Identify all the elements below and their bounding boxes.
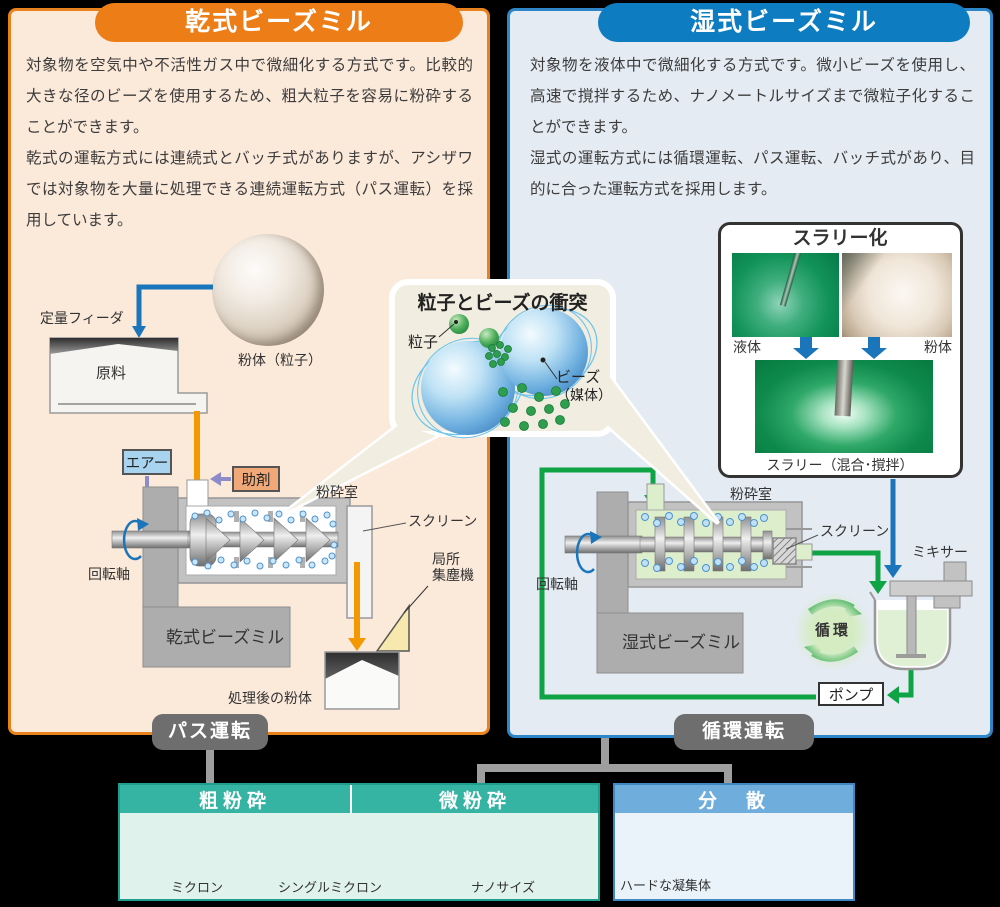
dry-description-1: 対象物を空気中や不活性ガス中で微細化する方式です。比較的大きな径のビーズを使用す… — [26, 57, 473, 136]
circ-op-connector-v — [601, 738, 609, 767]
pump-box: ポンプ — [818, 682, 884, 706]
circ-op-drop-left — [477, 764, 485, 783]
dry-mill-label: 乾式ビーズミル — [166, 628, 285, 647]
powder-particle-photo — [212, 234, 324, 346]
micron-label: ミクロン — [170, 880, 224, 895]
header-divider — [350, 785, 352, 813]
rotating-shaft-label-wet: 回転軸 — [536, 576, 578, 592]
pass-op-connector — [206, 750, 214, 783]
wet-mill-title-badge: 湿式ビーズミル — [598, 3, 970, 42]
stirrer-rod-icon — [779, 253, 802, 307]
pass-operation-badge: パス運転 — [152, 714, 268, 750]
screen-label-wet: スクリーン — [820, 523, 890, 539]
grinding-table-header: 粗粉砕 微粉砕 — [120, 785, 598, 813]
dry-mill-title-badge: 乾式ビーズミル — [95, 3, 463, 42]
circ-op-connector-h — [477, 764, 732, 772]
dispersion-table-header: 分 散 — [615, 785, 853, 813]
dust-collector-line2: 集塵機 — [432, 567, 474, 584]
slurry-caption: スラリー（混合･撹拌） — [766, 457, 914, 473]
slurry-mixing-photo — [755, 360, 933, 453]
wet-description-2: 湿式の運転方式には循環運転、パス運転、バッチ式があり、目的に合った運転方式を採用… — [530, 150, 975, 198]
powder-particle-label: 粉体（粒子） — [238, 352, 322, 368]
dry-description-2: 乾式の運転方式には連続式とバッチ式がありますが、アシザワでは対象物を大量に処理で… — [26, 150, 473, 229]
slurry-title: スラリー化 — [792, 228, 888, 249]
dust-collector-line1: 局所 — [432, 551, 460, 567]
wet-mill-label: 湿式ビーズミル — [622, 633, 741, 652]
coarse-grinding-header: 粗粉砕 — [198, 790, 271, 812]
bead-label-line2: （媒体） — [556, 387, 612, 403]
circulation-glow — [794, 592, 872, 670]
air-box: エアー — [122, 449, 172, 475]
circulation-label: 循環 — [814, 622, 852, 639]
liquid-photo — [732, 253, 839, 337]
aggregate-label: ハードな凝集体 — [620, 878, 712, 893]
wet-description-1: 対象物を液体中で微細化する方式です。微小ビーズを使用し、高速で撹拌するため、ナノ… — [530, 57, 975, 136]
circulation-operation-badge: 循環運転 — [674, 714, 814, 750]
screen-label-dry: スクリーン — [408, 513, 478, 529]
particle-label: 粒子 — [408, 334, 439, 351]
dust-collector-label: 局所 集塵機 — [432, 551, 474, 583]
processed-powder-label: 処理後の粉体 — [228, 690, 312, 706]
grinding-chamber-label-wet: 粉砕室 — [730, 486, 772, 502]
feeder-label: 定量フィーダ — [40, 310, 124, 326]
mixer-label: ミキサー — [912, 544, 968, 560]
circ-op-drop-right — [724, 764, 732, 783]
rotating-shaft-label-dry: 回転軸 — [88, 566, 130, 582]
raw-material-label: 原料 — [96, 365, 127, 382]
mixer-shaft-icon — [834, 360, 854, 417]
dispersion-header: 分 散 — [697, 790, 770, 812]
grinding-chamber-label-dry: 粉砕室 — [316, 484, 358, 500]
powder-label-wet: 粉体 — [924, 339, 952, 355]
bubble-title: 粒子とビーズの衝突 — [417, 293, 588, 314]
single-micron-label: シングルミクロン — [277, 880, 383, 895]
nano-label: ナノサイズ — [471, 880, 535, 895]
liquid-label: 液体 — [733, 339, 761, 355]
bead-label-line1: ビーズ — [556, 369, 601, 386]
dispersion-table: 分 散 — [613, 783, 855, 901]
grinding-table: 粗粉砕 微粉砕 — [118, 783, 600, 901]
aid-box: 助剤 — [232, 466, 280, 492]
bead-label: ビーズ （媒体） — [556, 369, 612, 404]
powder-dish-photo — [842, 253, 952, 337]
fine-grinding-header: 微粉砕 — [438, 790, 511, 812]
